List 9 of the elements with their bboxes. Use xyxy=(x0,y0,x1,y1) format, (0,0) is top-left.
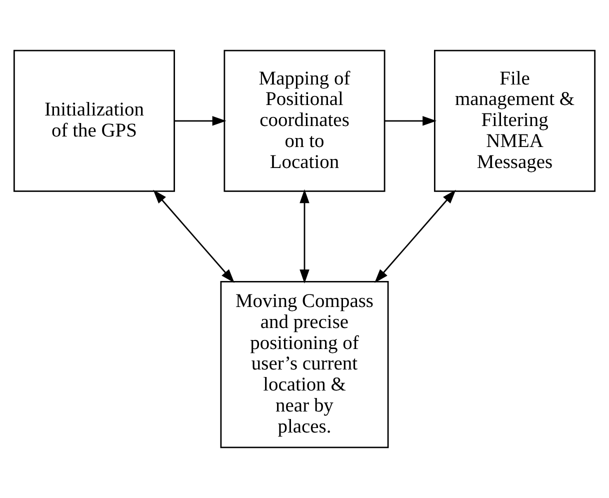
arrow xyxy=(174,116,226,126)
node-box: Initialization of the GPS xyxy=(13,50,175,192)
node-box: Moving Compass and precise positioning of user’s current location & near by places. xyxy=(220,281,389,448)
node-box: File management & Filtering NMEA Messages xyxy=(434,50,596,192)
arrow xyxy=(153,190,234,283)
node-box: Mapping of Positional coordinates on to Location xyxy=(224,50,386,192)
arrow xyxy=(384,116,437,126)
arrow xyxy=(374,190,456,283)
arrow xyxy=(300,189,310,284)
